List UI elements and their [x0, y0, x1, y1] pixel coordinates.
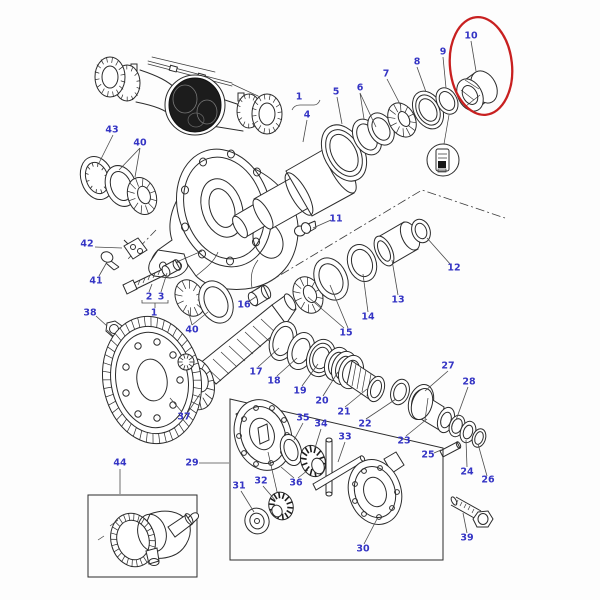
- callout-21: 21: [337, 406, 351, 418]
- spacer-3: [161, 259, 182, 277]
- bolt-11: [294, 220, 317, 237]
- callout-42: 42: [80, 238, 94, 250]
- callout-31: 31: [232, 480, 246, 492]
- shim-rings-6: [351, 112, 395, 156]
- callout-24: 24: [460, 466, 474, 478]
- bolt-41: [100, 251, 120, 271]
- callout-38: 38: [83, 307, 97, 319]
- callout-33: 33: [338, 431, 352, 443]
- callout-18: 18: [267, 375, 281, 387]
- callout-39: 39: [460, 532, 474, 544]
- leader-lines: [94, 40, 488, 545]
- callout-27: 27: [441, 360, 455, 372]
- callout-1-top: 1: [295, 91, 303, 103]
- callout-40-top: 40: [133, 137, 147, 149]
- left-wheel-hub: [94, 56, 141, 102]
- side-gear-32: [268, 491, 294, 521]
- lock-tab-detail-circle: [426, 114, 460, 177]
- circlip-26: [471, 428, 487, 448]
- callout-23: 23: [397, 435, 411, 447]
- callout-10: 10: [464, 30, 478, 42]
- callout-29: 29: [185, 457, 199, 469]
- right-wheel-hub: [236, 93, 283, 135]
- cross-shaft-33: [312, 437, 366, 497]
- axle-assembly-overview: [94, 56, 283, 136]
- roll-pin-25: [439, 441, 462, 458]
- callout-20: 20: [315, 395, 329, 407]
- ring-22: [390, 378, 410, 406]
- callout-5: 5: [332, 86, 340, 98]
- callout-15: 15: [339, 327, 353, 339]
- callout-34: 34: [314, 418, 328, 430]
- callout-2: 2: [145, 291, 153, 303]
- callout-44: 44: [113, 457, 127, 469]
- taper-bearing-40-upper: [104, 165, 158, 215]
- crown-wheel-37: [101, 315, 203, 445]
- ring-14: [346, 244, 378, 282]
- callout-37: 37: [177, 411, 191, 423]
- callout-9: 9: [439, 46, 447, 58]
- splined-sleeve-21: [346, 360, 386, 403]
- callout-26: 26: [481, 474, 495, 486]
- bolt-39: [450, 496, 494, 528]
- callout-41: 41: [89, 275, 103, 287]
- callout-28: 28: [462, 376, 476, 388]
- lock-plate-42: [123, 237, 148, 260]
- callout-43: 43: [105, 124, 119, 136]
- diff-case-left-30half: [233, 399, 293, 471]
- callout-17: 17: [249, 366, 263, 378]
- callout-30: 30: [356, 543, 370, 555]
- crown-bolt-holes: [122, 338, 184, 422]
- callout-1-bottom: 1: [150, 307, 158, 319]
- inset-box-29: [229, 398, 444, 561]
- callout-16: 16: [237, 299, 251, 311]
- callout-12: 12: [447, 262, 461, 274]
- callout-11: 11: [329, 213, 343, 225]
- callout-25: 25: [421, 449, 435, 461]
- inset-box-44: [87, 494, 199, 578]
- thrust-washer-31: [244, 507, 270, 535]
- highlight-ellipse: [448, 16, 514, 116]
- callout-7: 7: [382, 68, 390, 80]
- callout-4: 4: [303, 109, 311, 121]
- small-gear: [177, 353, 195, 371]
- callout-32: 32: [254, 475, 268, 487]
- callout-36: 36: [289, 477, 303, 489]
- diff-case-right-30: [347, 451, 405, 525]
- taper-bearing-7: [387, 102, 417, 138]
- callout-6: 6: [356, 82, 364, 94]
- bolt-2: [122, 268, 166, 295]
- callout-40-bottom: 40: [185, 324, 199, 336]
- callout-22: 22: [358, 418, 372, 430]
- case30-bolt-holes: [352, 465, 400, 520]
- thrust-washer-35: [279, 433, 303, 467]
- assembled-diff-unit: [97, 510, 199, 568]
- callout-13: 13: [391, 294, 405, 306]
- callout-8: 8: [413, 56, 421, 68]
- callout-3: 3: [157, 291, 165, 303]
- side-gear-34: [299, 444, 327, 478]
- callout-14: 14: [361, 311, 375, 323]
- callout-35: 35: [296, 412, 310, 424]
- callout-19: 19: [293, 385, 307, 397]
- lock-washer-9: [435, 87, 459, 115]
- ring-12: [411, 218, 431, 244]
